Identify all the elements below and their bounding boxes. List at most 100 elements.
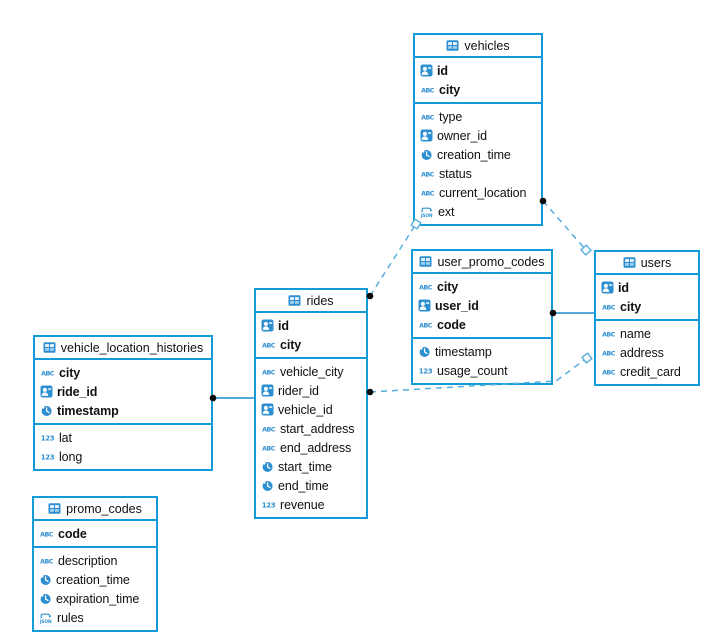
column-row-creation_time[interactable]: creation_time	[415, 145, 541, 164]
column-row-vehicle_id[interactable]: vehicle_id	[256, 400, 366, 419]
column-name: long	[59, 449, 83, 464]
column-name: credit_card	[620, 364, 681, 379]
svg-text:ABC: ABC	[262, 446, 276, 453]
column-name: start_address	[280, 421, 355, 436]
primary-key-section: ABC code	[34, 521, 156, 548]
column-name: vehicle_id	[278, 402, 333, 417]
column-row-timestamp[interactable]: timestamp	[413, 342, 551, 361]
svg-text:123: 123	[41, 435, 55, 443]
column-row-address[interactable]: ABC address	[596, 343, 698, 362]
column-row-city[interactable]: ABC city	[256, 335, 366, 354]
column-row-expiration_time[interactable]: expiration_time	[34, 589, 156, 608]
clock-icon	[420, 148, 433, 161]
json-icon: JSON	[420, 205, 434, 218]
table-icon	[288, 294, 301, 307]
table-header-vehicles[interactable]: vehicles	[415, 35, 541, 58]
svg-text:123: 123	[419, 368, 433, 376]
relation-endpoint-square	[581, 352, 593, 364]
column-row-id[interactable]: id	[415, 61, 541, 80]
column-name: city	[280, 337, 302, 352]
table-header-vehicle_location_histories[interactable]: vehicle_location_histories	[35, 337, 211, 360]
abc-text-icon: ABC	[601, 327, 616, 340]
person-badge-icon	[40, 385, 53, 398]
column-name: type	[439, 109, 463, 124]
relation-line	[369, 223, 417, 297]
column-row-timestamp[interactable]: timestamp	[35, 401, 211, 420]
svg-text:ABC: ABC	[602, 332, 616, 339]
svg-text:ABC: ABC	[41, 371, 55, 378]
column-row-creation_time[interactable]: creation_time	[34, 570, 156, 589]
svg-text:ABC: ABC	[602, 351, 616, 358]
column-name: code	[437, 317, 466, 332]
table-header-promo_codes[interactable]: promo_codes	[34, 498, 156, 521]
abc-text-icon: ABC	[418, 318, 433, 331]
table-icon	[43, 341, 56, 354]
table-header-rides[interactable]: rides	[256, 290, 366, 313]
abc-text-icon: ABC	[420, 83, 435, 96]
svg-text:JSON: JSON	[39, 619, 52, 624]
column-row-id[interactable]: id	[256, 316, 366, 335]
column-row-id[interactable]: id	[596, 278, 698, 297]
column-row-user_id[interactable]: user_id	[413, 296, 551, 315]
abc-text-icon: ABC	[39, 527, 54, 540]
abc-text-icon: ABC	[420, 167, 435, 180]
table-icon	[419, 255, 432, 268]
column-row-end_time[interactable]: end_time	[256, 476, 366, 495]
column-row-start_time[interactable]: start_time	[256, 457, 366, 476]
relation-vehicle_location_histories-to-rides[interactable]	[209, 394, 254, 402]
relation-endpoint-square	[580, 244, 592, 256]
column-name: timestamp	[435, 344, 492, 359]
table-icon	[446, 39, 459, 52]
column-row-code[interactable]: ABC code	[34, 524, 156, 543]
column-row-credit_card[interactable]: ABC credit_card	[596, 362, 698, 381]
table-header-user_promo_codes[interactable]: user_promo_codes	[413, 251, 551, 274]
table-header-users[interactable]: users	[596, 252, 698, 275]
table-title: rides	[306, 293, 334, 308]
column-name: start_time	[278, 459, 332, 474]
svg-text:ABC: ABC	[262, 343, 276, 350]
svg-text:ABC: ABC	[602, 370, 616, 377]
relation-user_promo_codes-to-users[interactable]	[549, 309, 594, 317]
relation-vehicles-to-users[interactable]	[539, 197, 592, 256]
column-name: usage_count	[437, 363, 508, 378]
column-row-ride_id[interactable]: ride_id	[35, 382, 211, 401]
column-name: ride_id	[57, 384, 98, 399]
column-row-rider_id[interactable]: rider_id	[256, 381, 366, 400]
column-row-code[interactable]: ABC code	[413, 315, 551, 334]
column-name: code	[58, 526, 87, 541]
column-name: timestamp	[57, 403, 119, 418]
column-name: creation_time	[56, 572, 130, 587]
column-name: address	[620, 345, 664, 360]
column-row-owner_id[interactable]: owner_id	[415, 126, 541, 145]
column-row-usage_count[interactable]: 123 usage_count	[413, 361, 551, 380]
svg-text:ABC: ABC	[421, 191, 435, 198]
